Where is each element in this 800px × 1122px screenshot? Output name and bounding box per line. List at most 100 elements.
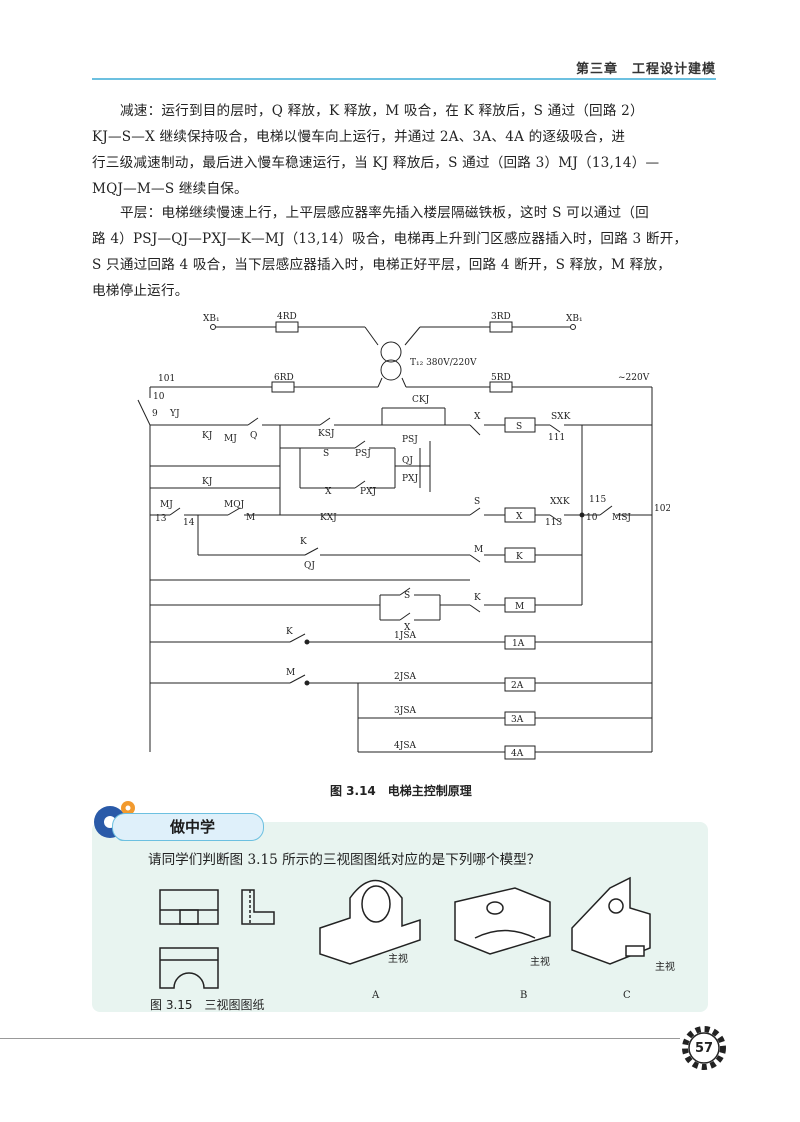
main-view-label: 主视 (530, 955, 550, 968)
label: M (474, 545, 483, 555)
label: XXK (550, 497, 570, 507)
label: 4JSA (394, 741, 416, 751)
chapter-title: 第三章 工程设计建模 (575, 62, 716, 77)
model-options: 主视 主视 主视 A B C (319, 876, 675, 1001)
option-label: A (371, 990, 380, 1001)
label: M (246, 513, 255, 523)
label: M (515, 602, 524, 612)
label: M (286, 668, 295, 678)
label: X (474, 412, 481, 422)
label: 113 (545, 518, 562, 528)
paragraph-line: 路 4）PSJ—QJ—PXJ—K—MJ（13,14）吸合，电梯再上升到门区感应器… (92, 231, 688, 247)
label: X (325, 487, 332, 497)
footer-rule (0, 1038, 680, 1039)
label: PXJ (360, 487, 376, 497)
yj-switch (137, 399, 151, 426)
label: 115 (589, 495, 606, 505)
label: ~220V (618, 373, 650, 383)
label: MJ (160, 500, 173, 510)
label: S (323, 449, 329, 459)
jsa-rows (150, 633, 652, 760)
label: X (404, 623, 411, 633)
label: XB₁ (566, 314, 583, 324)
activity-title: 做中学 (170, 818, 216, 836)
header-rule (92, 78, 716, 80)
paragraph-deceleration: 减速：运行到目的层时，Q 释放，K 释放，M 吸合，在 K 释放后，S 通过（回… (92, 98, 710, 202)
label: 111 (548, 433, 565, 443)
label: PSJ (402, 435, 418, 445)
paragraph-line: 减速：运行到目的层时，Q 释放，K 释放，M 吸合，在 K 释放后，S 通过（回… (120, 103, 644, 119)
label: QJ (304, 561, 315, 571)
label: MQJ (224, 500, 245, 510)
label: 10 (153, 392, 165, 402)
row-2-3-network (150, 440, 470, 516)
secondary-line (149, 377, 652, 398)
figure-caption: 图 3.14 电梯主控制原理 (330, 784, 472, 798)
page-number: 57 (694, 1041, 714, 1056)
label: S (474, 497, 480, 507)
label: K (286, 627, 293, 637)
label: 2JSA (394, 672, 416, 682)
label: 4RD (277, 312, 297, 322)
row-x-coil (150, 505, 652, 523)
label: SXK (551, 412, 571, 422)
row-1 (150, 407, 652, 515)
activity-title-bar (112, 813, 264, 841)
label: 9 (152, 409, 158, 419)
label: S (516, 422, 522, 432)
label: 13 (155, 514, 167, 524)
label: QJ (402, 456, 413, 466)
label: KJ (202, 431, 213, 441)
label: KXJ (320, 513, 337, 523)
label: 3A (511, 715, 524, 725)
label: MJ (224, 434, 237, 444)
label: 4A (511, 749, 524, 759)
label: T₁₂ 380V/220V (410, 358, 477, 368)
paragraph-line: 行三级减速制动，最后进入慢车稳速运行，当 KJ 释放后，S 通过（回路 3）MJ… (92, 155, 660, 171)
label: 1JSA (394, 631, 416, 641)
three-view-drawing (159, 889, 275, 989)
label: X (516, 512, 523, 522)
label: KJ (202, 477, 213, 487)
figure-caption: 图 3.15 三视图图纸 (150, 998, 265, 1012)
label: 2A (511, 681, 524, 691)
paragraph-line: S 只通过回路 4 吸合，当下层感应器插入时，电梯正好平层，回路 4 断开，S … (92, 257, 672, 273)
label: 3JSA (394, 706, 416, 716)
label: 10 (586, 513, 598, 523)
model-a (319, 879, 421, 965)
label: PXJ (402, 474, 418, 484)
main-view-label: 主视 (388, 952, 408, 965)
paragraph-line: KJ—S—X 继续保持吸合，电梯以慢车向上运行，并通过 2A、3A、4A 的逐级… (92, 129, 626, 145)
page-gear-icon (682, 1026, 726, 1070)
label: 3RD (491, 312, 511, 322)
label: K (300, 537, 307, 547)
power-input-line (210, 321, 576, 346)
label: K (474, 593, 481, 603)
label: 5RD (491, 373, 511, 383)
row-m-coil (150, 587, 582, 621)
label: S (404, 591, 410, 601)
label: YJ (169, 409, 180, 419)
label: 102 (654, 504, 670, 514)
paragraph-leveling: 平层：电梯继续慢速上行，上平层感应器率先插入楼层隔磁铁板，这时 S 可以通过（回… (92, 200, 710, 304)
option-label: B (520, 990, 527, 1001)
model-b (454, 887, 551, 955)
option-label: C (623, 990, 631, 1001)
model-c (571, 876, 651, 965)
label: K (516, 552, 523, 562)
transformer-symbol (380, 341, 402, 381)
label: 101 (158, 374, 175, 384)
label: XB₁ (203, 314, 220, 324)
label: Q (250, 431, 257, 441)
label: PSJ (355, 449, 371, 459)
label: 6RD (274, 373, 294, 383)
label: 14 (183, 518, 195, 528)
label: 1A (512, 639, 525, 649)
label: MSJ (612, 513, 631, 523)
paragraph-line: 平层：电梯继续慢速上行，上平层感应器率先插入楼层隔磁铁板，这时 S 可以通过（回 (120, 205, 649, 221)
activity-question: 请同学们判断图 3.15 所示的三视图图纸对应的是下列哪个模型？ (148, 852, 541, 868)
elevator-control-circuit-diagram: XB₁ XB₁ 4RD 3RD T₁₂ 380V/220V 101 6RD 5R… (137, 312, 670, 760)
paragraph-line: MQJ—M—S 继续自保。 (92, 181, 248, 197)
label: KSJ (318, 429, 335, 439)
label: CKJ (412, 395, 430, 405)
